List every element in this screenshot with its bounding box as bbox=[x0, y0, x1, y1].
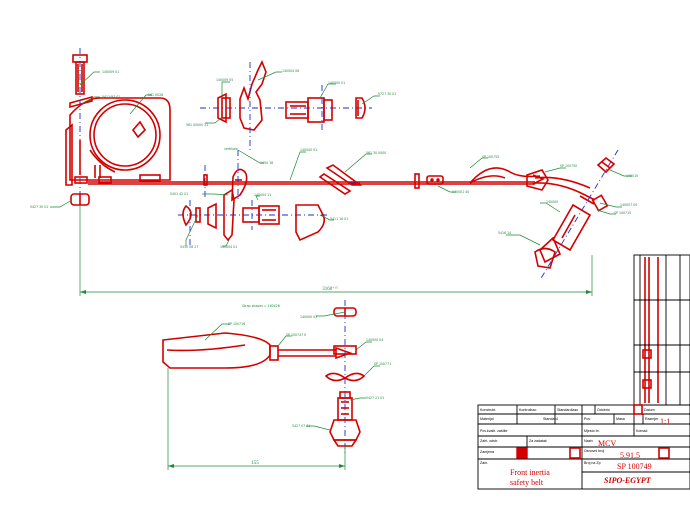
tb-surface-label: Pov. bbox=[584, 417, 591, 421]
part-label: SP 100750 bbox=[560, 164, 577, 168]
tb-drawing-number: SP 100749 bbox=[617, 462, 652, 471]
tb-protection-label: Pov.kvalit. zaštite bbox=[480, 429, 508, 433]
part-label: 5427 30 01 bbox=[30, 205, 48, 209]
main-assembly: 3160+15 vertikale bbox=[65, 48, 619, 296]
part-label: 140009 05 bbox=[216, 78, 233, 82]
tb-scale-value: 1:1 bbox=[660, 417, 670, 426]
part-label: 140010 bbox=[626, 174, 638, 178]
tb-title-line1: Front inertia bbox=[510, 468, 550, 477]
tb-basic-number-label: Osnovni broj bbox=[584, 449, 604, 453]
tb-checked-label: Kontrolirao bbox=[519, 408, 536, 412]
tb-constructed-label: Konstrukt. bbox=[480, 408, 496, 412]
part-label: 5401 42 01 bbox=[170, 192, 188, 196]
part-label: 140001 40 bbox=[452, 190, 469, 194]
tb-material-label: Materijal bbox=[480, 417, 494, 421]
tb-drawing-number-label: Broj na Zp bbox=[584, 461, 601, 465]
tb-standard-label: Standard bbox=[543, 417, 558, 421]
dimension-main: 3160+15 bbox=[79, 205, 593, 296]
tb-replaced-label: Zam. bbox=[480, 461, 488, 465]
dimension-length-suffix: +15 bbox=[332, 286, 338, 290]
part-label: 140000 03 bbox=[300, 315, 317, 319]
tb-name-label: Naziv bbox=[584, 439, 593, 443]
part-label: 140007 00 bbox=[620, 203, 637, 207]
tongue-plate bbox=[426, 169, 549, 191]
part-label: 5416 14 bbox=[498, 231, 511, 235]
part-label: 140004 11 bbox=[254, 193, 271, 197]
buckle-stalk bbox=[318, 164, 420, 195]
anchor-bolt-top bbox=[69, 54, 93, 109]
part-label: 5427 21 01 bbox=[366, 396, 384, 400]
vertical-label: vertikale bbox=[224, 147, 238, 151]
part-label: 140004 08 bbox=[282, 69, 299, 73]
part-label: 140004 01 bbox=[220, 245, 237, 249]
upper-exploded-parts bbox=[200, 60, 372, 150]
tb-material-code: MCV bbox=[598, 439, 616, 448]
part-label: 140000 01 bbox=[328, 81, 345, 85]
tb-piece-label: Komad bbox=[636, 429, 647, 433]
part-label: SP 100747 0 bbox=[286, 333, 306, 337]
title-block: Konstrukt. Kontrolirao Standardizao Odob… bbox=[477, 404, 690, 490]
dimension-length: 3160 bbox=[322, 287, 333, 292]
part-label: 140000 04 bbox=[366, 338, 383, 342]
part-label: 5427 07 01 bbox=[292, 424, 310, 428]
tb-company: SIPO-EGYPT bbox=[604, 476, 652, 485]
tb-basic-number: 5.91.5 bbox=[620, 451, 640, 460]
part-label: 5430 08 27 bbox=[180, 245, 198, 249]
part-label: SP 100771 bbox=[374, 362, 391, 366]
tb-date-label: Datum bbox=[644, 408, 655, 412]
part-label: 561 30 0000 bbox=[366, 151, 386, 155]
part-label: 5411 16 01 bbox=[330, 217, 348, 221]
part-label: 5411/97 01 bbox=[102, 95, 120, 99]
dimension-short: 155 bbox=[251, 461, 259, 466]
tb-task-label: Za zadatak bbox=[529, 439, 547, 443]
part-label: 140000 01 bbox=[300, 148, 317, 152]
retractor-housing bbox=[65, 97, 171, 186]
svg-text:3160+15: 3160+15 bbox=[322, 286, 338, 293]
leader-lines bbox=[50, 71, 632, 247]
guide-loop bbox=[203, 150, 248, 202]
strap-note: Strap shapes = 160426 bbox=[242, 304, 280, 308]
part-label: 140000 bbox=[546, 200, 558, 204]
frame-strip bbox=[633, 254, 690, 406]
tb-approved-label: Odobrio bbox=[597, 408, 610, 412]
end-anchor bbox=[534, 149, 619, 281]
part-label: SP 100715 bbox=[614, 211, 631, 215]
anchor-bolt-lower bbox=[70, 193, 90, 206]
part-labels: 140009 01 5411/97 01 561 0028 140009 05 … bbox=[30, 69, 638, 249]
webbing bbox=[88, 167, 596, 201]
lower-exploded-parts bbox=[178, 188, 328, 245]
part-label: 561 0028 bbox=[148, 93, 163, 97]
part-label: 140009 01 bbox=[102, 70, 119, 74]
part-label: 561 00000 21 bbox=[186, 123, 208, 127]
part-label: SP 100755 bbox=[482, 155, 499, 159]
tb-title-line2: safety belt bbox=[510, 478, 544, 487]
part-label: SP 100716 bbox=[228, 322, 245, 326]
tb-mass-label: Masa bbox=[616, 417, 625, 421]
buckle-assembly: Strap shapes = 160426 155 bbox=[162, 300, 391, 470]
part-label: 5727 30 01 bbox=[378, 92, 396, 96]
tb-tolerance-label: Zaht. odstr. bbox=[480, 439, 498, 443]
tb-position-label: Mjesto br. bbox=[584, 429, 600, 433]
tb-standardized-label: Standardizao bbox=[557, 408, 578, 412]
part-label: 1450 18 bbox=[260, 161, 273, 165]
tb-scale-label: Razmjer bbox=[645, 417, 659, 421]
tb-replacement-label: Zamjena bbox=[480, 450, 494, 454]
